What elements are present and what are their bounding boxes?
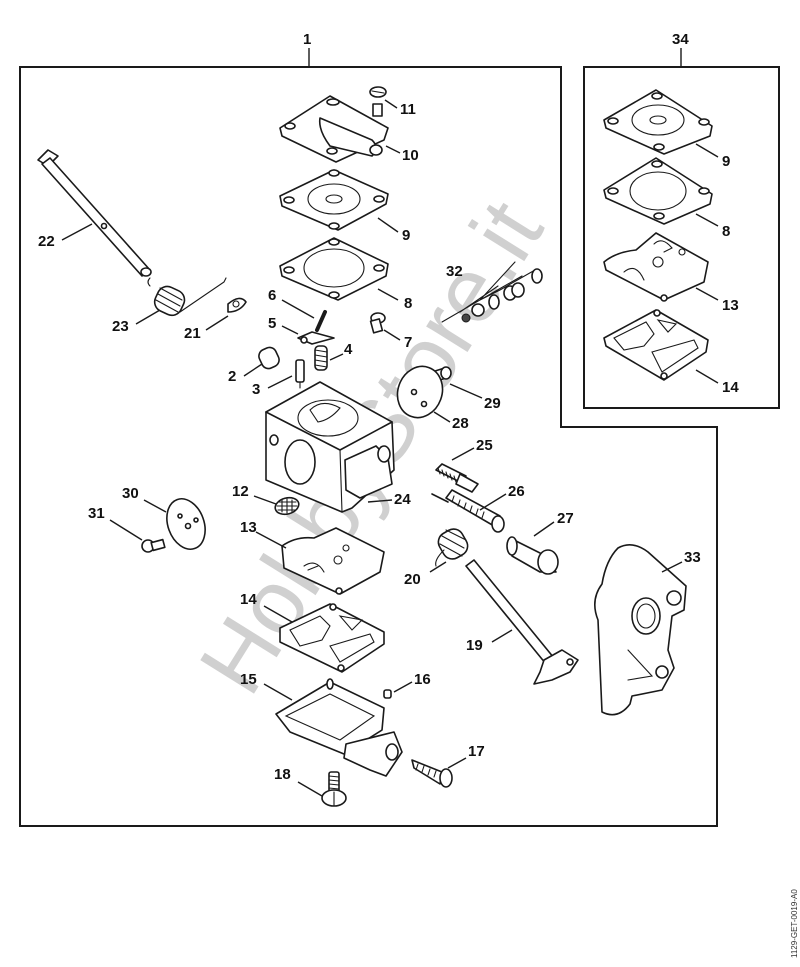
callout-14[interactable]: 14 (240, 591, 257, 608)
kit-part-13-metering-diaphragm[interactable] (603, 232, 709, 302)
part-carburetor-body[interactable] (265, 381, 395, 513)
callout-24[interactable]: 24 (394, 491, 411, 508)
assembly-1-frame: 1 (19, 31, 718, 827)
part-33-bracket[interactable] (594, 544, 687, 716)
part-19-throttle-shaft[interactable] (465, 559, 579, 685)
part-12-fuel-screen[interactable] (273, 495, 300, 517)
callout-13[interactable]: 13 (240, 519, 257, 536)
kit-part-14-gasket[interactable] (603, 309, 709, 381)
kit-34-frame: 34 (583, 31, 780, 409)
callout-29[interactable]: 29 (484, 395, 501, 412)
callout-16[interactable]: 16 (414, 671, 431, 688)
callout-11[interactable]: 11 (400, 101, 416, 118)
part-11-screw[interactable] (369, 86, 387, 117)
kit-callout-14[interactable]: 14 (722, 379, 739, 396)
callout-3[interactable]: 3 (252, 381, 260, 398)
callout-23[interactable]: 23 (112, 318, 129, 335)
part-32-valve-set[interactable] (441, 261, 543, 323)
part-5-inlet-lever[interactable] (297, 331, 335, 345)
callout-22[interactable]: 22 (38, 233, 55, 250)
part-17-adjusting-screw[interactable] (411, 759, 453, 788)
part-16-plug[interactable] (383, 689, 392, 699)
callout-20[interactable]: 20 (404, 571, 421, 588)
part-18-screw[interactable] (321, 771, 347, 807)
part-21-e-clip[interactable] (227, 297, 247, 313)
part-4-spring[interactable] (314, 345, 328, 371)
part-31-screw[interactable] (141, 538, 166, 553)
callout-17[interactable]: 17 (468, 743, 485, 760)
callout-8[interactable]: 8 (404, 295, 412, 312)
part-22-choke-shaft[interactable] (37, 149, 152, 277)
callout-26[interactable]: 26 (508, 483, 525, 500)
callout-5[interactable]: 5 (268, 315, 276, 332)
callout-2[interactable]: 2 (228, 368, 236, 385)
part-2-plug[interactable] (257, 345, 282, 371)
part-8-gasket[interactable] (279, 237, 389, 301)
callout-7[interactable]: 7 (404, 334, 412, 351)
callout-10[interactable]: 10 (402, 147, 419, 164)
part-26-adjusting-screw[interactable] (431, 489, 505, 533)
callout-15[interactable]: 15 (240, 671, 257, 688)
kit-callout-9[interactable]: 9 (722, 153, 730, 170)
callout-6[interactable]: 6 (268, 287, 276, 304)
callout-32[interactable]: 32 (446, 263, 463, 280)
part-28-throttle-shutter[interactable] (390, 360, 449, 424)
kit-part-8-gasket[interactable] (603, 157, 713, 225)
part-30-choke-shutter[interactable] (160, 493, 212, 554)
callout-12[interactable]: 12 (232, 483, 249, 500)
part-25-adjusting-screw[interactable] (435, 463, 479, 493)
part-3-inlet-needle[interactable] (295, 359, 305, 389)
part-20-spring[interactable] (435, 525, 472, 567)
callout-31[interactable]: 31 (88, 505, 105, 522)
callout-9[interactable]: 9 (402, 227, 410, 244)
part-6-pin[interactable] (315, 310, 327, 332)
part-15-end-cover[interactable] (275, 678, 403, 777)
callout-21[interactable]: 21 (184, 325, 201, 342)
kit-part-9-pump-diaphragm[interactable] (603, 89, 713, 155)
part-14-gasket[interactable] (279, 603, 385, 673)
part-7-screw[interactable] (369, 312, 386, 334)
callout-kit-34[interactable]: 34 (672, 31, 689, 48)
kit-callout-13[interactable]: 13 (722, 297, 739, 314)
callout-30[interactable]: 30 (122, 485, 139, 502)
callout-18[interactable]: 18 (274, 766, 291, 783)
document-code: 1129-GET-0019-A0 (790, 889, 799, 958)
part-27-limiter-cap[interactable] (506, 536, 559, 575)
callout-27[interactable]: 27 (557, 510, 574, 527)
callout-4[interactable]: 4 (344, 341, 353, 358)
callout-25[interactable]: 25 (476, 437, 493, 454)
part-10-pump-cover[interactable] (279, 95, 389, 163)
part-9-pump-diaphragm[interactable] (279, 169, 389, 231)
callout-assembly-1[interactable]: 1 (303, 31, 311, 48)
callout-33[interactable]: 33 (684, 549, 701, 566)
kit-callout-8[interactable]: 8 (722, 223, 730, 240)
callout-28[interactable]: 28 (452, 415, 469, 432)
part-13-metering-diaphragm[interactable] (281, 527, 385, 595)
part-23-torsion-spring[interactable] (147, 277, 227, 319)
callout-19[interactable]: 19 (466, 637, 483, 654)
